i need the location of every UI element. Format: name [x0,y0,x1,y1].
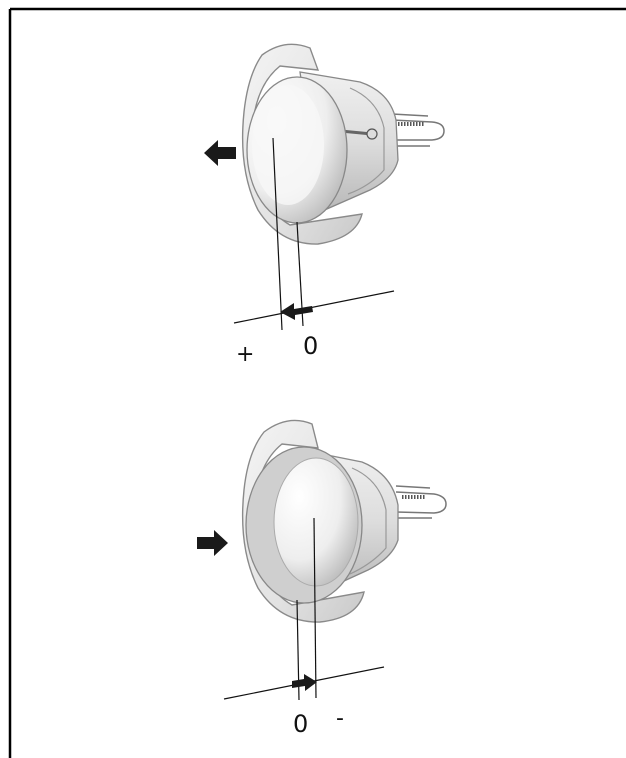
top-zero-label: 0 [303,332,319,360]
top-sign-plus: + [236,342,255,367]
top-diagram [204,43,445,331]
flange-rim-bottom [241,419,365,623]
offset-arrow-left-icon [280,303,313,320]
bottom-sign-minus: - [336,706,344,731]
direction-arrow-left-icon [204,140,236,166]
bottom-diagram [197,419,447,701]
bottom-zero-label: 0 [293,710,309,738]
frame-border [8,7,626,758]
direction-arrow-right-icon [197,530,228,556]
offset-arrow-right-icon [292,674,317,691]
heater-coil-bottom [395,485,447,519]
flange-rim-top [241,43,363,245]
heater-coil-top [391,113,445,147]
